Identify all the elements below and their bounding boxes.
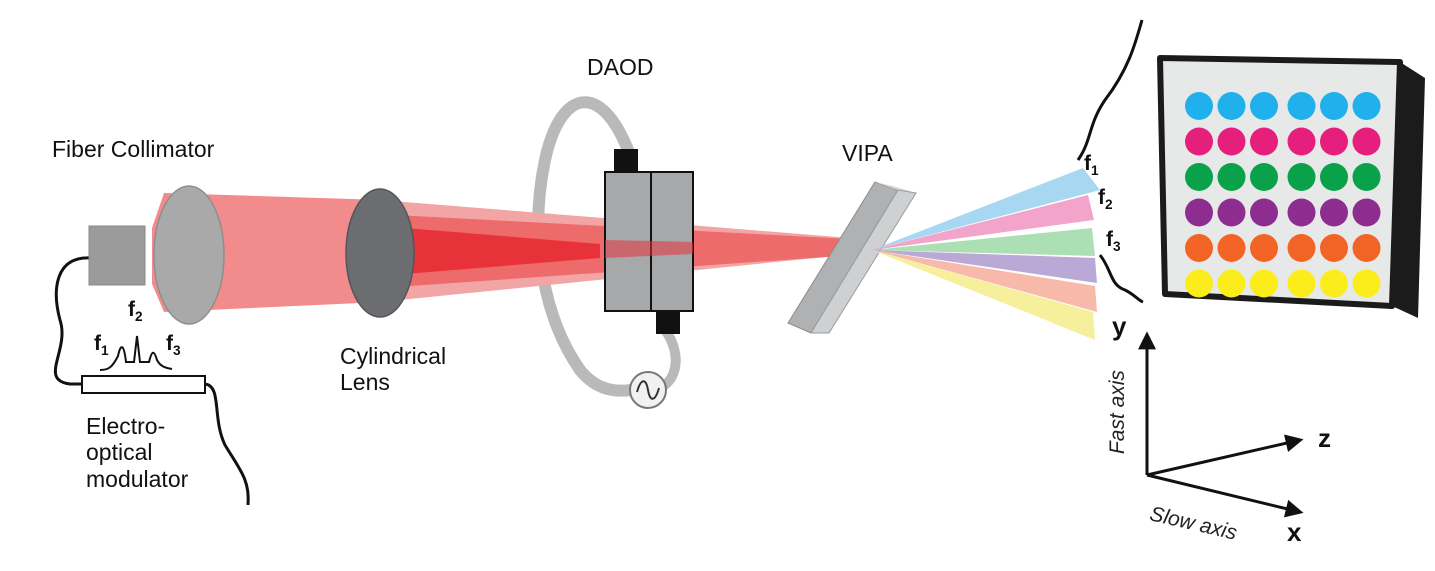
spot-r4-c3 <box>1250 198 1278 227</box>
spot-r3-c5 <box>1320 163 1348 191</box>
spot-r2-c1 <box>1185 127 1213 156</box>
spot-r5-c6 <box>1352 234 1381 262</box>
beam-fan-6 <box>872 250 1095 340</box>
spot-r3-c1 <box>1185 163 1213 191</box>
spot-r1-c2 <box>1217 92 1246 120</box>
fan-f1-label: f1 <box>1084 152 1099 178</box>
beam-fan-5 <box>872 250 1097 312</box>
collimator-lens <box>153 185 225 325</box>
spot-r3-c2 <box>1217 163 1246 191</box>
spectrum-trace <box>99 335 173 371</box>
spot-r3-c4 <box>1287 163 1316 191</box>
z-axis-line <box>1146 434 1304 477</box>
spectrum-f1-label: f1 <box>94 332 109 358</box>
spectrum-f3-label: f3 <box>166 332 181 358</box>
image-plane-edge-bottom <box>1098 254 1144 304</box>
spot-r2-c6 <box>1352 127 1381 156</box>
spot-r1-c3 <box>1250 92 1278 120</box>
spot-r2-c4 <box>1287 127 1316 156</box>
spot-r3-c6 <box>1352 163 1381 191</box>
eom-output-cable <box>204 382 250 506</box>
daod-bottom-cap <box>656 310 680 334</box>
image-plane-edge-top <box>1076 19 1144 161</box>
spot-r4-c4 <box>1287 198 1316 227</box>
sine-icon <box>636 380 660 400</box>
vipa-top <box>875 182 916 193</box>
spot-r4-c2 <box>1217 198 1246 227</box>
spot-grid <box>1185 92 1381 298</box>
spot-r6-c1 <box>1185 269 1213 298</box>
beam-fan-2 <box>872 195 1094 250</box>
beam-after-lens-core <box>405 228 600 274</box>
spot-r3-c3 <box>1250 163 1278 191</box>
eom-label: Electro- optical modulator <box>86 413 189 492</box>
spot-r4-c6 <box>1352 198 1381 227</box>
fast-axis-label: Fast axis <box>1105 370 1129 455</box>
spot-r6-c6 <box>1352 269 1381 298</box>
cylindrical-lens-shape <box>345 188 415 318</box>
x-axis-line <box>1146 473 1304 518</box>
spot-r5-c1 <box>1185 234 1213 262</box>
eom-body <box>81 375 206 394</box>
fiber-cable <box>53 256 93 386</box>
spot-r6-c5 <box>1320 269 1348 298</box>
fan-f2-label: f2 <box>1098 186 1113 212</box>
spot-r2-c2 <box>1217 127 1246 156</box>
daod-beam-passing <box>605 240 693 258</box>
spot-r6-c2 <box>1217 269 1246 298</box>
spot-r1-c1 <box>1185 92 1213 120</box>
spot-r5-c3 <box>1250 234 1278 262</box>
spot-r1-c5 <box>1320 92 1348 120</box>
fiber-collimator-label: Fiber Collimator <box>52 136 215 162</box>
spot-r4-c5 <box>1320 198 1348 227</box>
cylindrical-lens-label: Cylindrical Lens <box>340 343 447 396</box>
spot-r6-c3 <box>1250 269 1278 298</box>
spot-r1-c6 <box>1352 92 1381 120</box>
spot-r2-c3 <box>1250 127 1278 156</box>
beam-fan-3 <box>872 228 1095 256</box>
spot-r5-c2 <box>1217 234 1246 262</box>
spot-r5-c4 <box>1287 234 1316 262</box>
fan-f3-label: f3 <box>1106 228 1121 254</box>
vipa-face <box>810 189 917 334</box>
spot-r5-c5 <box>1320 234 1348 262</box>
daod-label: DAOD <box>587 54 654 80</box>
vipa-label: VIPA <box>842 140 893 166</box>
dispersed-beams <box>872 168 1100 340</box>
spot-r6-c4 <box>1287 269 1316 298</box>
axis-y-label: y <box>1112 311 1127 341</box>
spectrum-f2-label: f2 <box>128 298 143 324</box>
fiber-collimator-body <box>88 225 146 286</box>
beam-fan-1 <box>872 168 1100 250</box>
axis-z-label: z <box>1318 423 1331 453</box>
spot-r4-c1 <box>1185 198 1213 227</box>
axis-x-label: x <box>1287 517 1302 547</box>
beam-fan-4 <box>872 250 1097 283</box>
spot-r2-c5 <box>1320 127 1348 156</box>
daod-top-cap <box>614 149 638 173</box>
spot-r1-c4 <box>1287 92 1316 120</box>
